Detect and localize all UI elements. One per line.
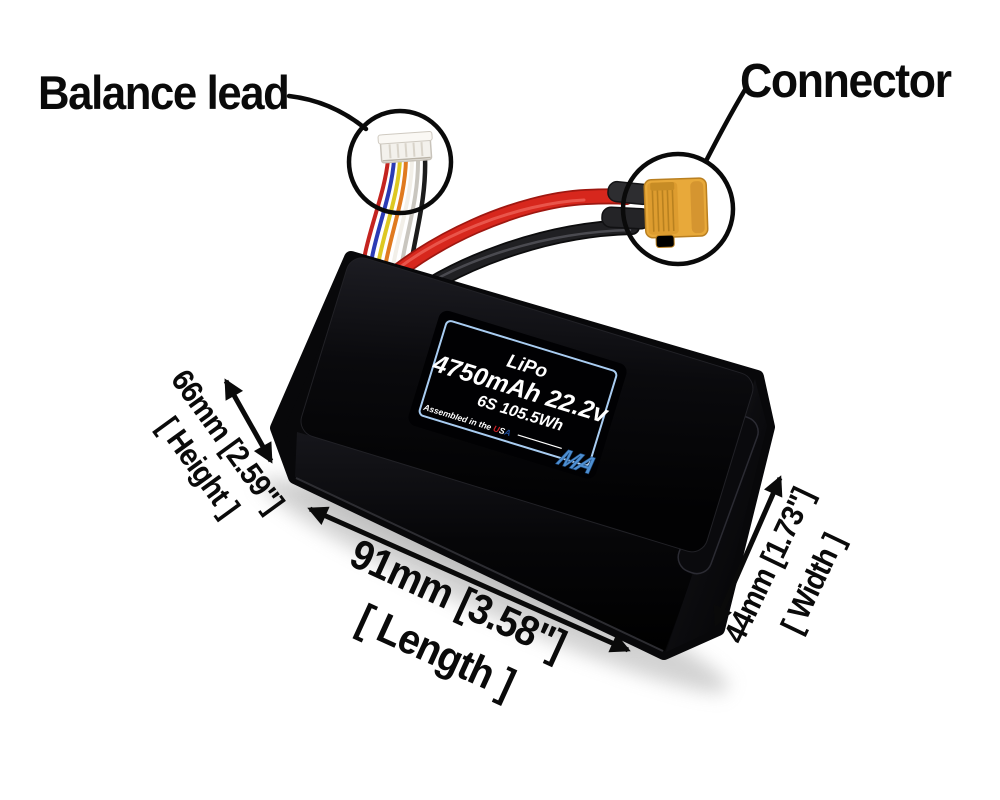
label-underline — [517, 434, 562, 449]
battery-label-background — [408, 310, 627, 479]
assembled-usa-a: A — [502, 426, 512, 438]
xt60-top-notch — [650, 182, 675, 191]
connector-label: Connector — [740, 54, 952, 108]
assembled-usa-u: U — [492, 423, 502, 435]
battery: LiPo 4750mAh 22.2v 6S 105.5Wh Assembled … — [270, 251, 775, 660]
xt60-right-shade — [690, 181, 705, 234]
balance-connector — [377, 131, 433, 164]
battery-label-border — [418, 320, 618, 467]
xt60-assembly — [601, 177, 709, 249]
xt60-bottom-nub — [655, 234, 675, 249]
xt60-connector — [643, 177, 709, 249]
length-arrow — [307, 506, 631, 653]
assembled-usa-s: S — [498, 425, 507, 436]
height-arrow — [223, 378, 274, 464]
heat-shrink-boots — [601, 180, 653, 230]
connector-circle — [620, 151, 736, 267]
balance-lead-assembly — [359, 131, 433, 306]
balance-lead-pointer-line — [286, 93, 369, 132]
balance-lead-circle — [346, 108, 454, 216]
battery-label: LiPo 4750mAh 22.2v 6S 105.5Wh Assembled … — [408, 310, 627, 479]
balance-lead-label: Balance lead — [38, 67, 288, 120]
battery-top-face-group: LiPo 4750mAh 22.2v 6S 105.5Wh Assembled … — [300, 257, 754, 553]
xt60-ridges — [651, 184, 675, 232]
connector-pointer-line — [703, 85, 749, 164]
width-arrow — [713, 475, 783, 627]
